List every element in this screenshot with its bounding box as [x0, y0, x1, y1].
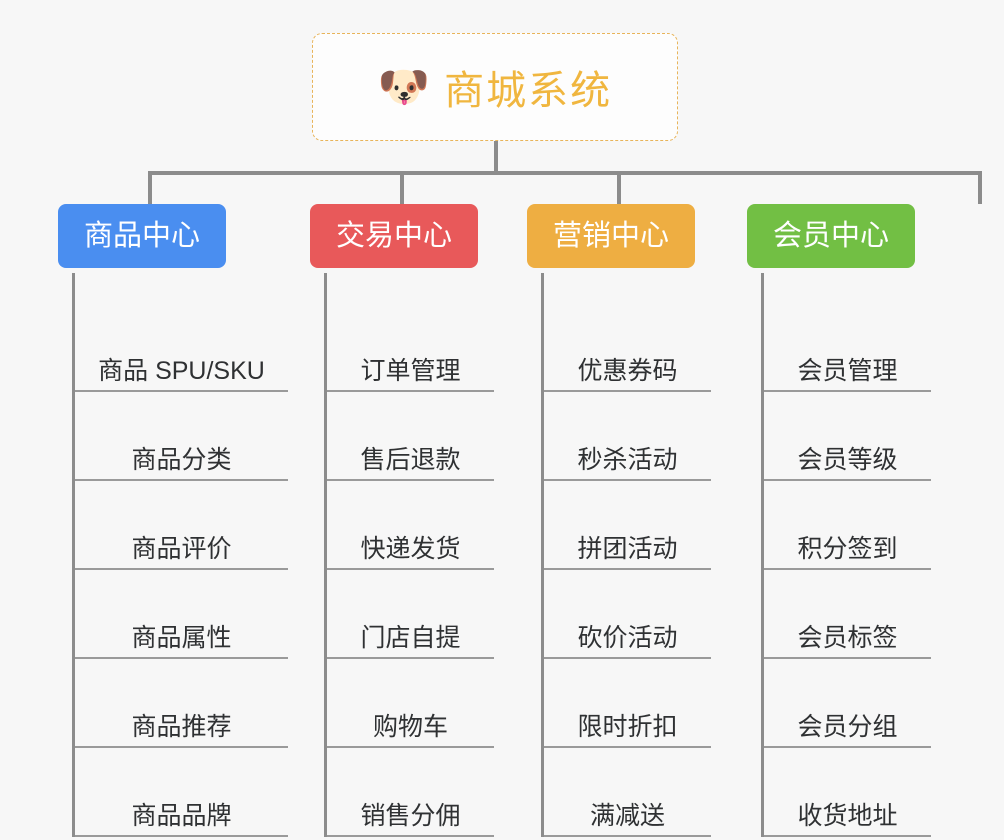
leaf-list-trade-center: 订单管理 售后退款 快递发货 门店自提 购物车 销售分佣: [324, 303, 494, 837]
column-marketing-center: 营销中心 优惠券码 秒杀活动 拼团活动 砍价活动 限时折扣 满减送: [527, 204, 723, 837]
leaf-label: 满减送: [589, 802, 665, 830]
column-member-center: 会员中心 会员管理 会员等级 积分签到 会员标签 会员分组 收货地址: [747, 204, 943, 837]
leaf-label: 订单管理: [360, 357, 461, 385]
list-item[interactable]: 购物车: [327, 659, 494, 748]
list-item[interactable]: 销售分佣: [327, 748, 494, 837]
leaf-label: 会员管理: [797, 357, 898, 385]
list-item[interactable]: 商品品牌: [75, 748, 288, 837]
leaf-label: 拼团活动: [577, 535, 678, 563]
leaf-label: 会员等级: [797, 446, 898, 474]
leaf-label: 商品品牌: [131, 802, 232, 830]
list-item[interactable]: 会员标签: [764, 570, 931, 659]
dog-face-icon: 🐶: [377, 63, 431, 110]
list-item[interactable]: 商品 SPU/SKU: [75, 303, 288, 392]
connector-root-stem: [494, 141, 498, 173]
column-trade-center: 交易中心 订单管理 售后退款 快递发货 门店自提 购物车 销售分佣: [310, 204, 506, 837]
list-item[interactable]: 限时折扣: [544, 659, 711, 748]
connector-drop-member-center: [978, 171, 982, 204]
list-item[interactable]: 快递发货: [327, 481, 494, 570]
leaf-label: 门店自提: [360, 624, 461, 652]
leaf-label: 会员标签: [797, 624, 898, 652]
list-item[interactable]: 优惠券码: [544, 303, 711, 392]
leaf-label: 商品分类: [131, 446, 232, 474]
category-header-trade-center[interactable]: 交易中心: [310, 204, 479, 269]
leaf-label: 会员分组: [797, 713, 898, 741]
list-item[interactable]: 门店自提: [327, 570, 494, 659]
root-node-mall-system[interactable]: 🐶 商城系统: [312, 33, 678, 141]
category-header-marketing-center[interactable]: 营销中心: [527, 204, 696, 269]
list-item[interactable]: 会员管理: [764, 303, 931, 392]
leaf-list-marketing-center: 优惠券码 秒杀活动 拼团活动 砍价活动 限时折扣 满减送: [541, 303, 711, 837]
leaf-label: 优惠券码: [577, 357, 678, 385]
leaf-label: 砍价活动: [577, 624, 678, 652]
list-item[interactable]: 商品属性: [75, 570, 288, 659]
list-item[interactable]: 商品分类: [75, 392, 288, 481]
leaf-label: 商品评价: [131, 535, 232, 563]
list-item[interactable]: 会员分组: [764, 659, 931, 748]
list-item[interactable]: 商品评价: [75, 481, 288, 570]
connector-drop-trade-center: [400, 171, 404, 204]
leaf-label: 商品推荐: [131, 713, 232, 741]
list-item[interactable]: 满减送: [544, 748, 711, 837]
list-item[interactable]: 砍价活动: [544, 570, 711, 659]
connector-tail-marketing-center: [541, 273, 544, 307]
leaf-label: 快递发货: [360, 535, 461, 563]
root-node-title: 商城系统: [444, 69, 613, 113]
list-item[interactable]: 商品推荐: [75, 659, 288, 748]
connector-drop-marketing-center: [617, 171, 621, 204]
connector-tail-product-center: [72, 273, 75, 307]
list-item[interactable]: 收货地址: [764, 748, 931, 837]
leaf-label: 收货地址: [797, 802, 898, 830]
leaf-label: 秒杀活动: [577, 446, 678, 474]
leaf-label: 购物车: [372, 713, 448, 741]
category-header-member-center[interactable]: 会员中心: [747, 204, 916, 269]
connector-drop-product-center: [148, 171, 152, 204]
list-item[interactable]: 售后退款: [327, 392, 494, 481]
connector-tail-trade-center: [324, 273, 327, 307]
leaf-label: 销售分佣: [360, 802, 461, 830]
leaf-label: 限时折扣: [577, 713, 678, 741]
list-item[interactable]: 会员等级: [764, 392, 931, 481]
leaf-label: 积分签到: [797, 535, 898, 563]
category-header-product-center[interactable]: 商品中心: [58, 204, 227, 269]
leaf-label: 商品属性: [131, 624, 232, 652]
column-product-center: 商品中心 商品 SPU/SKU 商品分类 商品评价 商品属性 商品推荐 商品品牌: [58, 204, 288, 837]
connector-horizontal-bar: [148, 171, 982, 175]
leaf-list-member-center: 会员管理 会员等级 积分签到 会员标签 会员分组 收货地址: [761, 303, 931, 837]
leaf-label: 商品 SPU/SKU: [98, 357, 265, 385]
list-item[interactable]: 积分签到: [764, 481, 931, 570]
connector-tail-member-center: [761, 273, 764, 307]
leaf-list-product-center: 商品 SPU/SKU 商品分类 商品评价 商品属性 商品推荐 商品品牌: [72, 303, 288, 837]
leaf-label: 售后退款: [360, 446, 461, 474]
list-item[interactable]: 拼团活动: [544, 481, 711, 570]
list-item[interactable]: 订单管理: [327, 303, 494, 392]
list-item[interactable]: 秒杀活动: [544, 392, 711, 481]
